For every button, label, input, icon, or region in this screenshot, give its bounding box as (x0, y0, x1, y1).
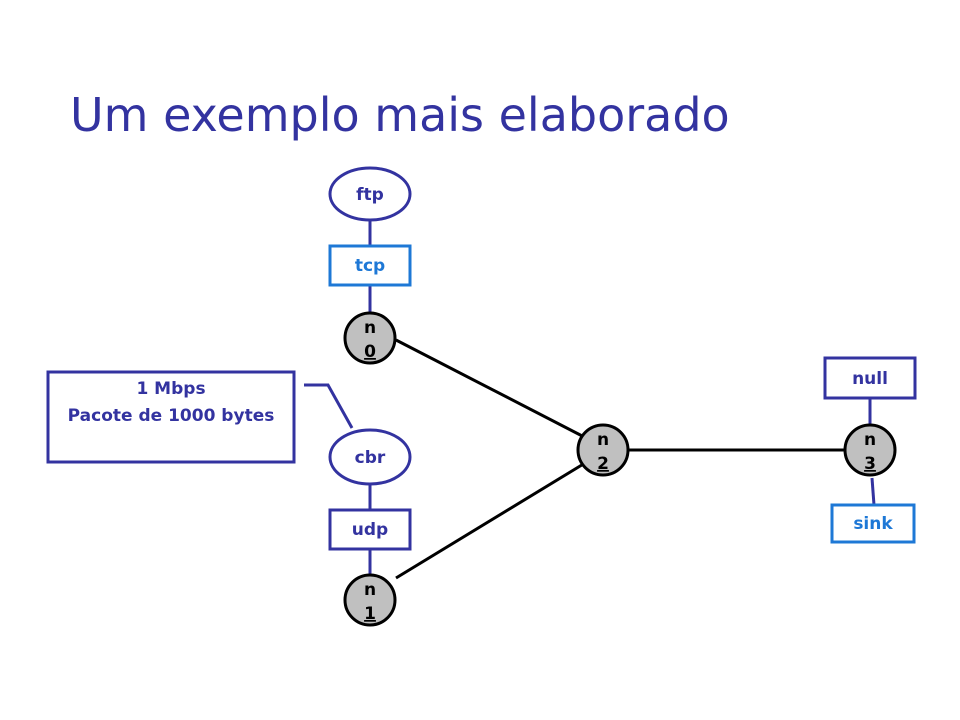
agent-sink-box (830, 503, 916, 544)
node-n1-line2: 1 (364, 604, 376, 624)
app-cbr-label: cbr (355, 448, 386, 468)
agent-udp-box (328, 508, 412, 551)
node-n2-line1: n (597, 430, 609, 450)
agent-sink-label: sink (853, 514, 893, 534)
agent-tcp-label: tcp (355, 256, 385, 276)
node-n3-line1: n (864, 430, 876, 450)
app-ftp-shape (328, 166, 412, 222)
node-n1: n 1 (343, 573, 397, 627)
node-n3-line2: 3 (864, 454, 876, 474)
node-n0-line2: 0 (364, 342, 376, 362)
node-n0-circle (343, 311, 397, 365)
app-ftp-label: ftp (356, 185, 384, 205)
note-box (46, 370, 296, 464)
node-n1-circle (343, 573, 397, 627)
node-n2: n 2 (576, 423, 630, 477)
connector-n3-sink (870, 477, 876, 506)
link-n0-n2 (395, 338, 591, 442)
agent-tcp-box (328, 244, 412, 287)
agent-null-label: null (852, 369, 888, 389)
node-n3-circle (843, 423, 897, 477)
agent-null-box (823, 356, 917, 400)
node-n1-line1: n (364, 580, 376, 600)
node-n3: n 3 (843, 423, 897, 477)
node-n2-circle (576, 423, 630, 477)
connector-note-cbr (304, 383, 354, 429)
node-n0: n 0 (343, 311, 397, 365)
agent-udp-label: udp (352, 520, 388, 540)
link-n1-n2 (395, 458, 591, 580)
note-line-2: Pacote de 1000 bytes (68, 406, 275, 426)
page-title: Um exemplo mais elaborado (70, 88, 730, 142)
node-n2-line2: 2 (597, 454, 609, 474)
note-line-1: 1 Mbps (136, 379, 205, 399)
node-n0-line1: n (364, 318, 376, 338)
app-cbr-shape (328, 428, 412, 486)
